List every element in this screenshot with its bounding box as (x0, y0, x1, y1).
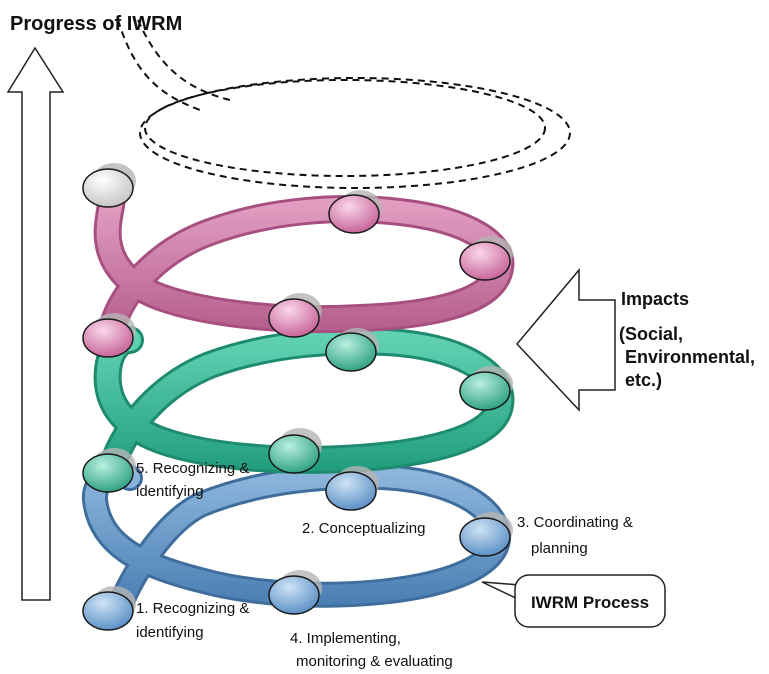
impacts-social: (Social, (619, 324, 683, 344)
node-pink (82, 318, 134, 358)
impacts-arrow (515, 267, 616, 412)
impacts-label: Impacts (621, 289, 689, 309)
step-5-label-line1: 5. Recognizing & (136, 460, 249, 477)
node-blue (268, 575, 320, 615)
step-5-label-line2: identifying (136, 483, 204, 500)
step-1-label-line1: 1. Recognizing & (136, 600, 249, 617)
node-blue (459, 517, 511, 557)
impacts-etc: etc.) (625, 370, 662, 390)
step-4-label-line2: monitoring & evaluating (296, 653, 453, 670)
step-3-label-line2: planning (531, 540, 588, 557)
node-green (325, 332, 377, 372)
process-callout-label: IWRM Process (531, 593, 649, 612)
blue-ring (81, 460, 511, 618)
node-blue (82, 591, 134, 631)
step-3-label-line1: 3. Coordinating & (517, 514, 633, 531)
node-pink (268, 298, 320, 338)
diagram-title: Progress of IWRM (10, 13, 182, 35)
node-pink (459, 241, 511, 281)
green-ring (93, 326, 515, 489)
future-dashed-loops (117, 19, 571, 189)
process-callout-box (514, 574, 666, 628)
progress-up-arrow (6, 46, 65, 601)
node-pink (328, 194, 380, 234)
step-4-label-line1: 4. Implementing, (290, 630, 401, 647)
step-1-label-line2: identifying (136, 624, 204, 641)
nodes (82, 168, 511, 631)
node-blue (325, 471, 377, 511)
node-green (268, 434, 320, 474)
node-green (82, 453, 134, 493)
node-gray-top (82, 168, 134, 208)
process-callout-pointer (481, 581, 521, 601)
impacts-environmental: Environmental, (625, 347, 755, 367)
node-green (459, 371, 511, 411)
step-2-label: 2. Conceptualizing (302, 520, 425, 537)
pink-ring (93, 176, 515, 349)
